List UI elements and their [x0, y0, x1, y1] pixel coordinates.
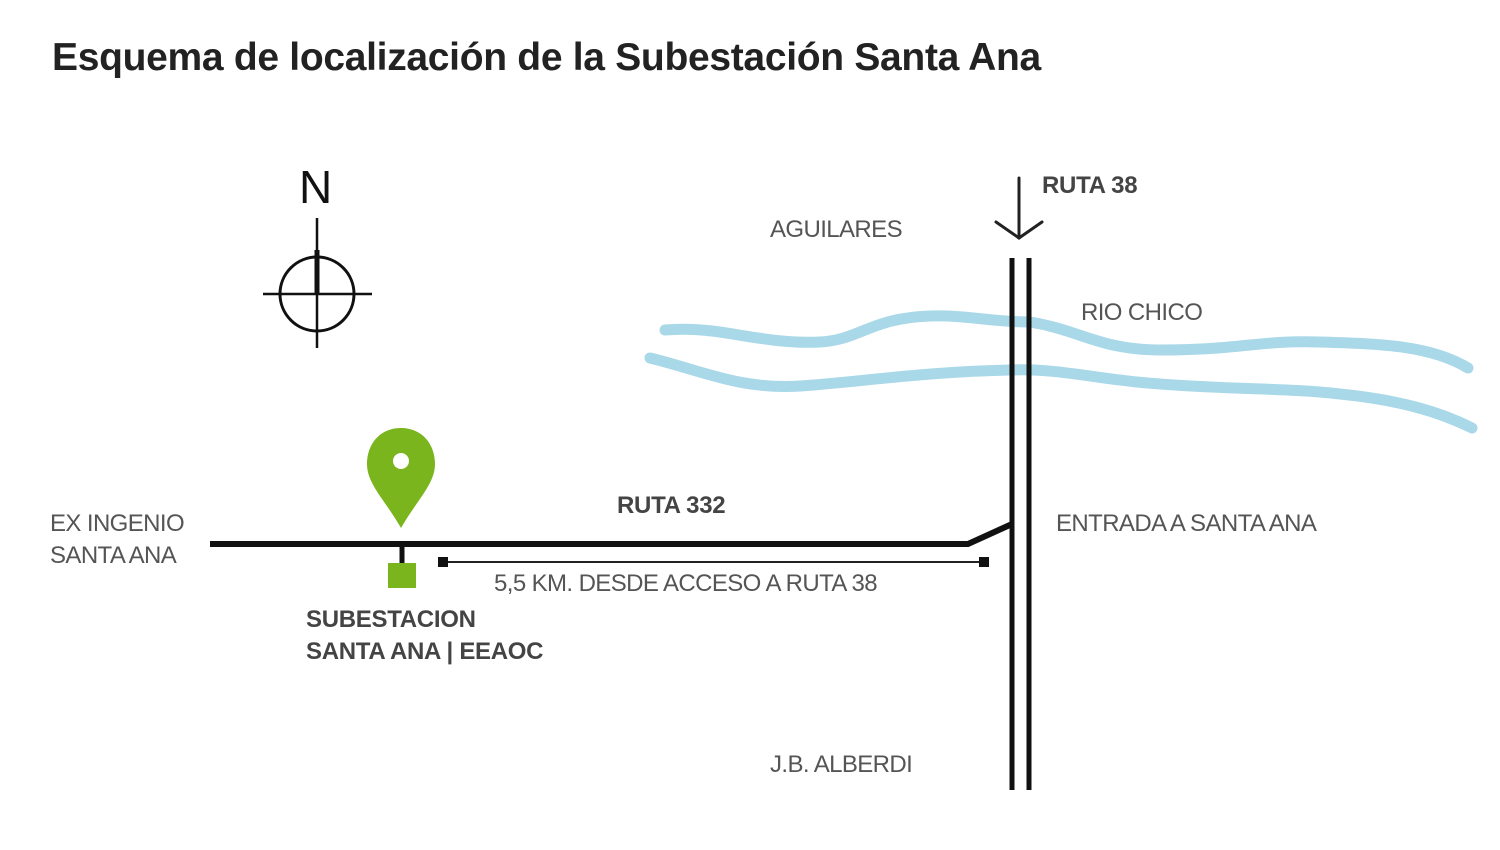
label-rio-chico: RIO CHICO — [1081, 299, 1203, 326]
label-ruta-38: RUTA 38 — [1042, 172, 1138, 199]
map-title: Esquema de localización de la Subestació… — [52, 36, 1041, 79]
label-aguilares: AGUILARES — [770, 216, 903, 243]
label-ex-ingenio-line2: SANTA ANA — [50, 542, 177, 569]
label-entrada-santa-ana: ENTRADA A SANTA ANA — [1056, 510, 1317, 537]
location-pin-icon — [367, 428, 435, 528]
road-ruta-38 — [1009, 258, 1032, 790]
label-ruta-332: RUTA 332 — [617, 492, 726, 519]
label-substation-line2: SANTA ANA | EEAOC — [306, 638, 544, 665]
label-ex-ingenio-line1: EX INGENIO — [50, 510, 185, 537]
arrow-down-icon — [994, 176, 1044, 240]
label-jb-alberdi: J.B. ALBERDI — [770, 751, 913, 778]
river-rio-chico — [644, 310, 1478, 434]
north-arrow-compass-icon — [263, 218, 372, 348]
label-substation-line1: SUBESTACION — [306, 606, 476, 633]
label-distance: 5,5 KM. DESDE ACCESO A RUTA 38 — [494, 570, 878, 597]
compass-north-label: N — [299, 161, 333, 213]
distance-measure — [438, 557, 989, 567]
road-ruta-332 — [210, 521, 1014, 547]
substation-square-icon — [388, 563, 416, 588]
